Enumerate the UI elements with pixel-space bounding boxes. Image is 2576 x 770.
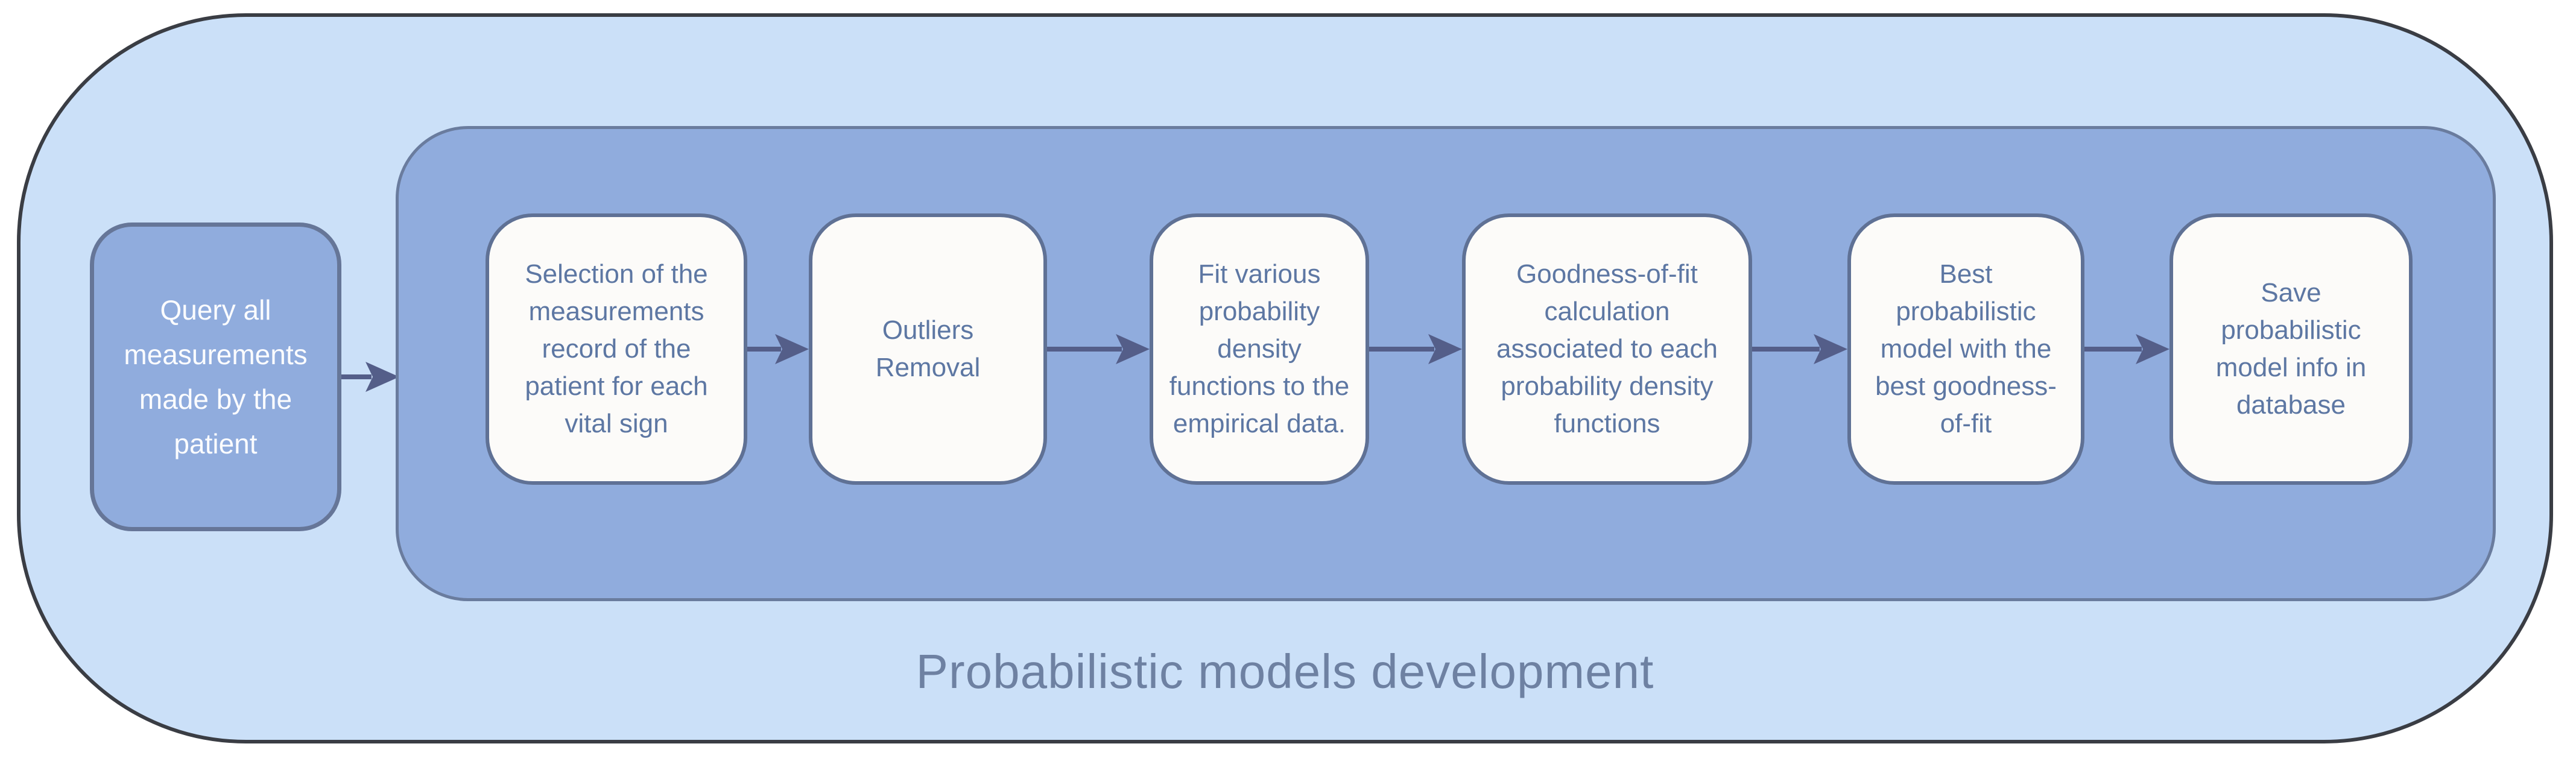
flow-arrow-icon bbox=[341, 362, 399, 392]
flow-arrow-icon bbox=[2084, 334, 2169, 364]
flow-arrow-icon bbox=[747, 334, 809, 364]
process-group-title: Probabilistic models development bbox=[916, 645, 1654, 698]
flow-arrow-icon bbox=[1369, 334, 1462, 364]
flow-arrow-icon bbox=[1047, 334, 1150, 364]
flow-arrow-icon bbox=[1752, 334, 1847, 364]
